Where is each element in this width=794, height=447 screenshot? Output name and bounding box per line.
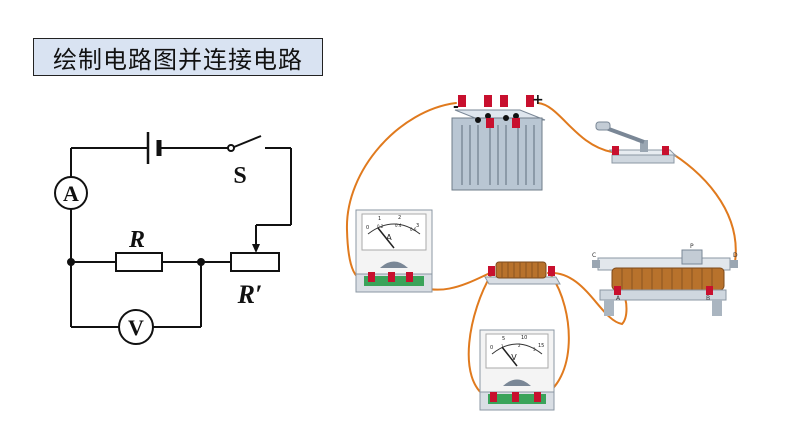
battery-plus-label: + <box>532 92 544 108</box>
circuit-schematic <box>54 132 292 345</box>
ammeter-letter: A <box>386 233 392 242</box>
voltmeter-scale-0: 0 <box>490 345 493 351</box>
voltmeter-symbol <box>118 309 154 345</box>
ammeter-label: A <box>63 181 79 206</box>
ammeter-scale-3: 3 <box>416 223 419 229</box>
ammeter-device <box>355 209 433 293</box>
rheostat-b-label: B <box>706 295 710 302</box>
wire-battery-to-switch <box>537 102 613 153</box>
wire-switch-to-rheostat <box>667 150 737 263</box>
rheostat-p-label: P <box>690 243 694 250</box>
rheostat-label: R′ <box>237 280 263 309</box>
switch-pivot <box>227 144 235 152</box>
battery-pack <box>451 95 546 191</box>
ammeter-scale-2: 2 <box>398 215 401 221</box>
rheostat-d-label: D <box>733 252 738 259</box>
ammeter-scale-1: 1 <box>378 216 381 222</box>
voltmeter-scale-1: 5 <box>502 336 505 342</box>
voltmeter-scale-4: 1 <box>501 344 504 349</box>
voltmeter-scale-5: 2 <box>518 343 521 348</box>
rheostat-c-label: C <box>592 252 596 259</box>
voltmeter-letter: V <box>511 353 517 362</box>
voltmeter-label: V <box>128 315 144 340</box>
junction-left <box>67 258 75 266</box>
switch-label: S <box>233 163 246 189</box>
ammeter-scale-0: 0 <box>366 225 369 231</box>
ammeter-scale-6: 0.6 <box>410 227 417 232</box>
ammeter-symbol <box>54 176 88 210</box>
wire-resistor-to-rheostat <box>547 271 628 326</box>
voltmeter-scale-6: 3 <box>533 347 536 352</box>
voltmeter-scale-2: 10 <box>521 335 527 341</box>
switch-blade <box>233 135 262 148</box>
voltmeter-scale-3: 15 <box>538 343 544 349</box>
battery-minus-label: - <box>453 99 459 115</box>
page-title: 绘制电路图并连接电路 <box>33 38 323 76</box>
resistor-coil <box>484 261 561 285</box>
ammeter-scale-4: 0.2 <box>377 224 384 229</box>
wire-resistor-to-voltmeter <box>467 274 492 399</box>
rheostat-device <box>592 249 738 316</box>
resistor-label: R <box>128 227 145 253</box>
voltmeter-device <box>479 329 555 411</box>
ammeter-scale-5: 0.4 <box>395 223 402 228</box>
resistor-r <box>115 252 163 272</box>
slider-arrow <box>252 244 260 253</box>
rheostat-r-prime <box>230 252 280 272</box>
knife-switch <box>595 121 678 164</box>
rheostat-a-label: A <box>616 295 621 302</box>
